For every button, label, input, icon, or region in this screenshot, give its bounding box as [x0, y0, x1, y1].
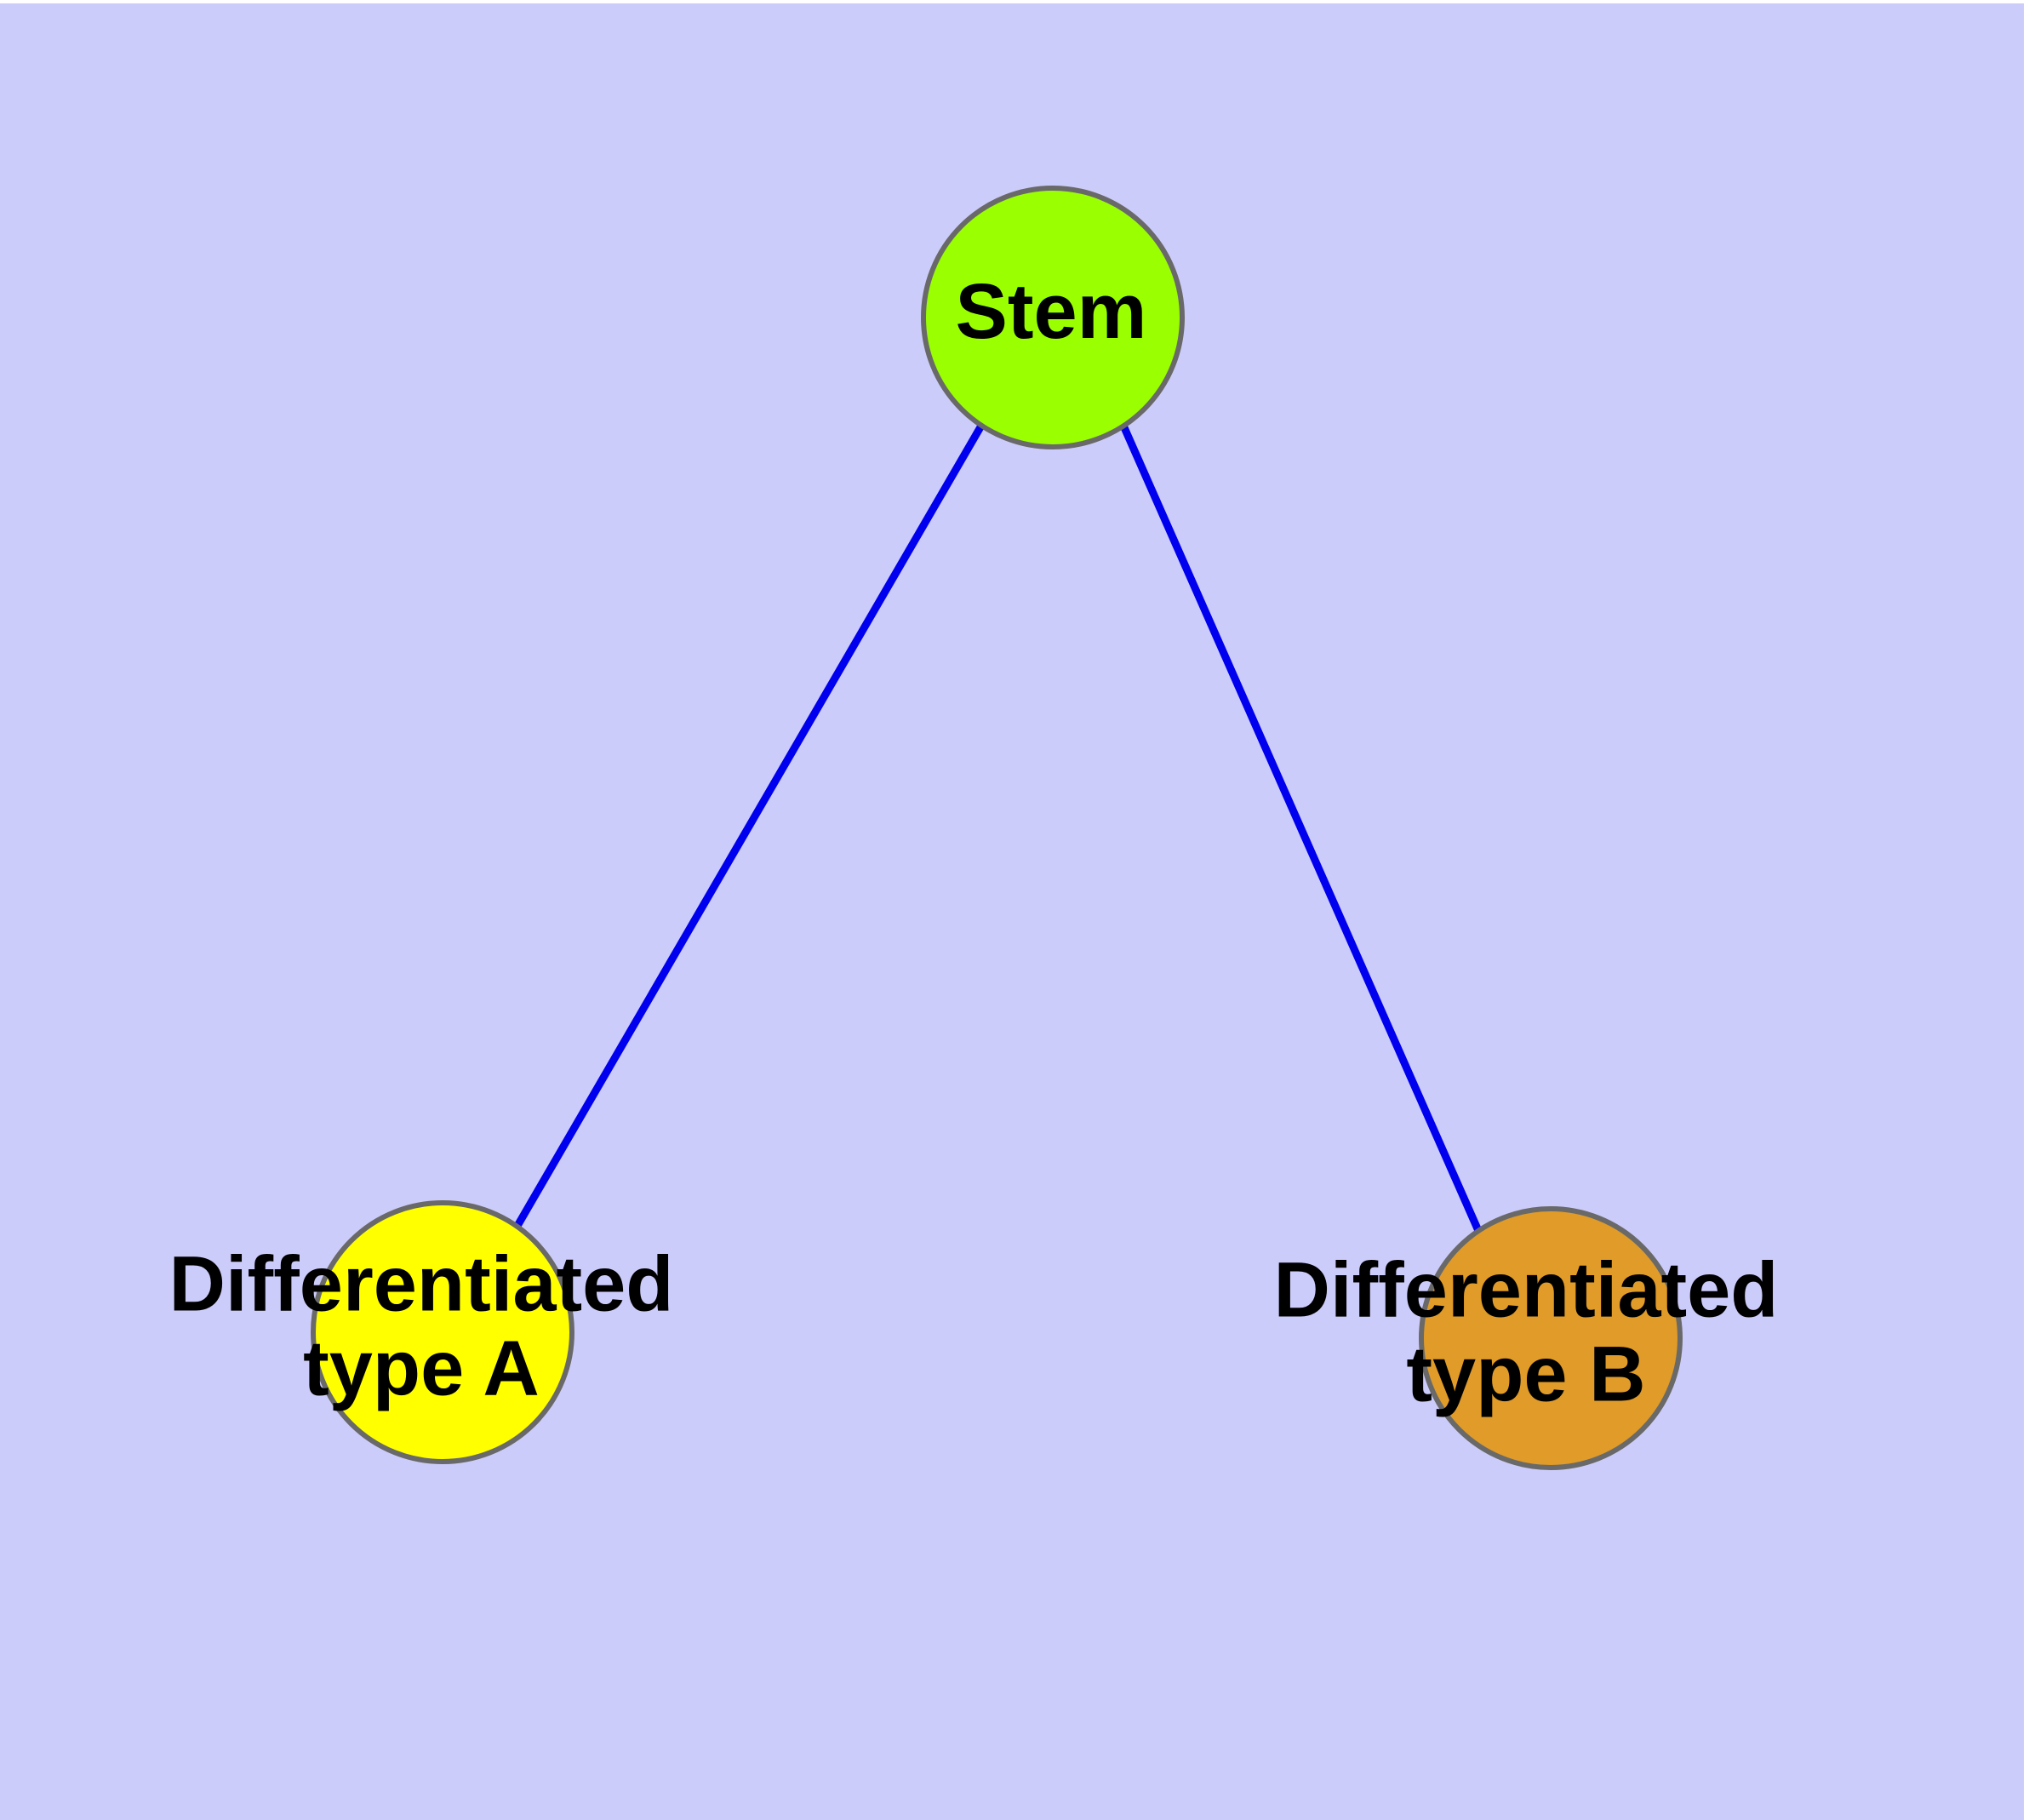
- node-circle-diff_a[interactable]: [311, 1200, 574, 1464]
- node-label-line: Differentiated: [1274, 1247, 1779, 1334]
- node-label-line: Differentiated: [169, 1241, 674, 1328]
- node-label-line: Stem: [956, 268, 1147, 355]
- node-circle-stem[interactable]: [921, 186, 1185, 449]
- node-label-stem: Stem: [956, 268, 1147, 355]
- graph-edge: [1119, 424, 1483, 1234]
- node-circle-diff_b[interactable]: [1419, 1206, 1683, 1470]
- graph-edge: [514, 423, 985, 1228]
- node-label-line: type B: [1406, 1331, 1645, 1418]
- edges-layer: [514, 423, 1483, 1234]
- node-label-line: type A: [303, 1325, 540, 1412]
- graph-node-stem[interactable]: Stem: [921, 186, 1185, 449]
